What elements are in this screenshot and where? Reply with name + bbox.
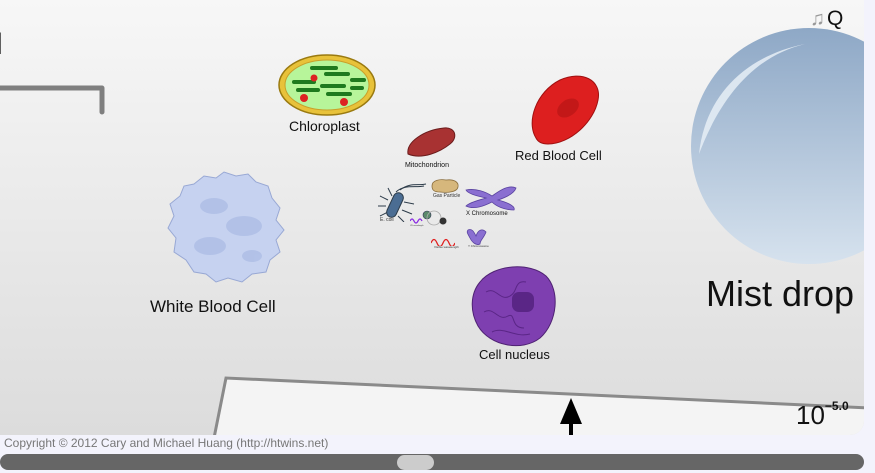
cell-nucleus-image — [471, 266, 556, 347]
white-blood-cell-label: White Blood Cell — [150, 297, 276, 316]
game-canvas[interactable]: l Chloroplast Mitochondrion — [0, 0, 864, 435]
gas-particle-image — [431, 179, 459, 193]
scale-exponent: −5.0 — [824, 399, 849, 414]
mist-drop-label: Mist drop — [706, 273, 855, 314]
virus-cluster-image[interactable] — [418, 206, 448, 228]
scale-readout: 10−5.0 — [796, 399, 849, 431]
uv-wave-image — [410, 218, 423, 224]
chloroplast-label: Chloroplast — [289, 118, 360, 134]
visible-wave-image — [431, 238, 455, 246]
zoom-scrollbar[interactable] — [0, 454, 864, 470]
top-controls: ♫Q — [810, 7, 843, 31]
e-coli-image — [378, 183, 427, 222]
chloroplast-image — [278, 54, 376, 116]
x-chromosome-label: X Chromosome — [466, 211, 508, 217]
white-blood-cell-image — [167, 171, 285, 283]
y-chromosome-label: Y Chromosome — [468, 244, 489, 248]
red-blood-cell-image — [531, 75, 599, 145]
mitochondrion-label: Mitochondrion — [405, 162, 449, 169]
copyright-text: Copyright © 2012 Cary and Michael Huang … — [4, 436, 329, 450]
y-chromosome-image — [466, 229, 487, 245]
scale-bracket — [0, 85, 105, 115]
x-chromosome-image — [465, 186, 517, 211]
scale-pointer-arrow[interactable] — [558, 396, 584, 435]
red-blood-cell-label: Red Blood Cell — [515, 148, 602, 163]
scale-ruler — [213, 376, 864, 435]
mitochondrion-image — [407, 127, 456, 157]
mist-drop-image — [691, 28, 864, 264]
cell-nucleus-label: Cell nucleus — [479, 347, 550, 362]
zoom-scrollbar-thumb[interactable] — [397, 455, 434, 470]
music-toggle-icon[interactable]: ♫ — [810, 8, 825, 30]
quality-toggle-button[interactable]: Q — [827, 7, 844, 30]
visible-wavelength-label: Visible wavelength — [434, 245, 459, 249]
title-fragment: l — [0, 28, 3, 62]
scale-base: 10 — [796, 400, 825, 430]
e-coli-label: E. coli — [380, 217, 394, 223]
gas-particle-label: Gas Particle — [433, 193, 461, 199]
uv-wavelength-label: UV wavelength — [410, 225, 424, 227]
